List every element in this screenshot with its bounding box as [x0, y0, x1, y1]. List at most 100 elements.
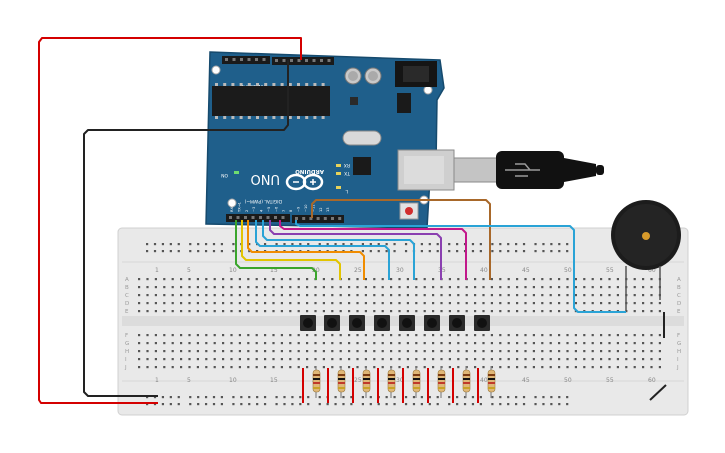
- breadboard-hole: [146, 403, 149, 406]
- breadboard-hole: [348, 350, 351, 353]
- row-letter: C: [125, 293, 129, 299]
- breadboard-hole: [490, 342, 493, 345]
- wire-rail-black[interactable]: [649, 384, 667, 401]
- breadboard-hole: [314, 342, 317, 345]
- row-letter: G: [125, 341, 129, 347]
- breadboard-hole: [583, 294, 586, 297]
- breadboard-hole: [566, 366, 569, 369]
- resistor[interactable]: [462, 366, 471, 398]
- push-button[interactable]: [474, 315, 490, 331]
- resistor[interactable]: [337, 366, 346, 398]
- resistor[interactable]: [312, 366, 321, 398]
- wire-buzzer-cyan[interactable]: [295, 220, 626, 313]
- breadboard-hole: [272, 350, 275, 353]
- breadboard-hole: [479, 243, 482, 246]
- breadboard-hole: [524, 286, 527, 289]
- breadboard-hole: [456, 250, 459, 253]
- breadboard-hole: [516, 358, 519, 361]
- breadboard-hole: [507, 396, 510, 399]
- breadboard-hole: [196, 310, 199, 313]
- wire-pin2-green[interactable]: [235, 220, 317, 280]
- wire-5v-red[interactable]: [38, 37, 302, 404]
- push-buttons: [300, 315, 490, 331]
- push-button[interactable]: [399, 315, 415, 331]
- breadboard-hole: [541, 366, 544, 369]
- breadboard-hole: [516, 294, 519, 297]
- push-button[interactable]: [374, 315, 390, 331]
- breadboard-hole: [197, 403, 200, 406]
- breadboard-hole: [534, 403, 537, 406]
- wire-gnd-black[interactable]: [83, 60, 289, 397]
- push-button[interactable]: [324, 315, 340, 331]
- breadboard-hole: [373, 294, 376, 297]
- breadboard-hole: [163, 366, 166, 369]
- breadboard-hole: [499, 342, 502, 345]
- arduino-uno[interactable]: ANALOG IN POWER TX RX L O: [205, 51, 455, 229]
- digital-pin: [251, 216, 255, 219]
- resistor[interactable]: [487, 366, 496, 398]
- breadboard-hole: [428, 403, 431, 406]
- digital-pin: [331, 217, 334, 220]
- breadboard-hole: [146, 294, 149, 297]
- push-button[interactable]: [424, 315, 440, 331]
- breadboard-hole: [406, 342, 409, 345]
- resistor[interactable]: [387, 366, 396, 398]
- breadboard-hole: [482, 278, 485, 281]
- wire-pin3-yellow[interactable]: [241, 220, 341, 280]
- breadboard-hole: [516, 302, 519, 305]
- breadboard-hole: [146, 342, 149, 345]
- piezo-buzzer[interactable]: [611, 200, 681, 310]
- breadboard-hole: [146, 250, 149, 253]
- breadboard-hole: [524, 310, 527, 313]
- wire-pin6-cyan[interactable]: [262, 220, 415, 280]
- breadboard-hole: [558, 350, 561, 353]
- push-button[interactable]: [349, 315, 365, 331]
- breadboard-hole: [591, 286, 594, 289]
- breadboard-hole: [212, 250, 216, 253]
- breadboard-hole: [558, 403, 561, 406]
- wire-pin7-purple[interactable]: [269, 220, 442, 280]
- chip-leg: [223, 83, 227, 86]
- wire-pin4-orange[interactable]: [247, 220, 365, 280]
- resistor[interactable]: [412, 366, 421, 398]
- header-pin: [225, 58, 228, 61]
- breadboard-hole: [490, 302, 493, 305]
- push-button[interactable]: [300, 315, 316, 331]
- breadboard-hole: [385, 403, 388, 406]
- digital-pin: [244, 216, 247, 219]
- breadboard-hole: [154, 286, 157, 289]
- breadboard-hole: [189, 403, 192, 406]
- breadboard-hole: [456, 396, 459, 399]
- wire-pin5-cyan[interactable]: [255, 220, 390, 280]
- breadboard-hole: [415, 302, 418, 305]
- breadboard-hole: [474, 278, 477, 281]
- breadboard-hole: [390, 358, 393, 361]
- breadboard-hole: [289, 366, 292, 369]
- breadboard-hole: [322, 294, 325, 297]
- reset-button[interactable]: [399, 202, 419, 220]
- row-letter: B: [125, 285, 129, 291]
- digital-pin: [236, 216, 240, 219]
- breadboard-hole: [322, 278, 325, 281]
- push-button[interactable]: [449, 315, 465, 331]
- wire-pin13-brown[interactable]: [311, 199, 491, 280]
- breadboard-hole: [532, 350, 535, 353]
- resistor[interactable]: [437, 366, 446, 398]
- breadboard-hole: [188, 278, 191, 281]
- digital-pin: [309, 217, 313, 220]
- col-number: 55: [606, 377, 614, 384]
- resistor[interactable]: [362, 366, 371, 398]
- breadboard-hole: [289, 310, 292, 313]
- wire-pin8-magenta[interactable]: [279, 220, 467, 280]
- breadboard-hole: [650, 358, 653, 361]
- breadboard-hole: [339, 286, 342, 289]
- breadboard-hole: [600, 334, 603, 337]
- digital-pin-label: 12: [319, 207, 323, 212]
- breadboard-hole: [180, 366, 183, 369]
- breadboard-hole: [381, 358, 384, 361]
- breadboard-hole: [404, 250, 408, 253]
- breadboard-hole: [566, 396, 569, 399]
- breadboard-hole: [491, 396, 494, 399]
- breadboard-hole: [153, 403, 157, 406]
